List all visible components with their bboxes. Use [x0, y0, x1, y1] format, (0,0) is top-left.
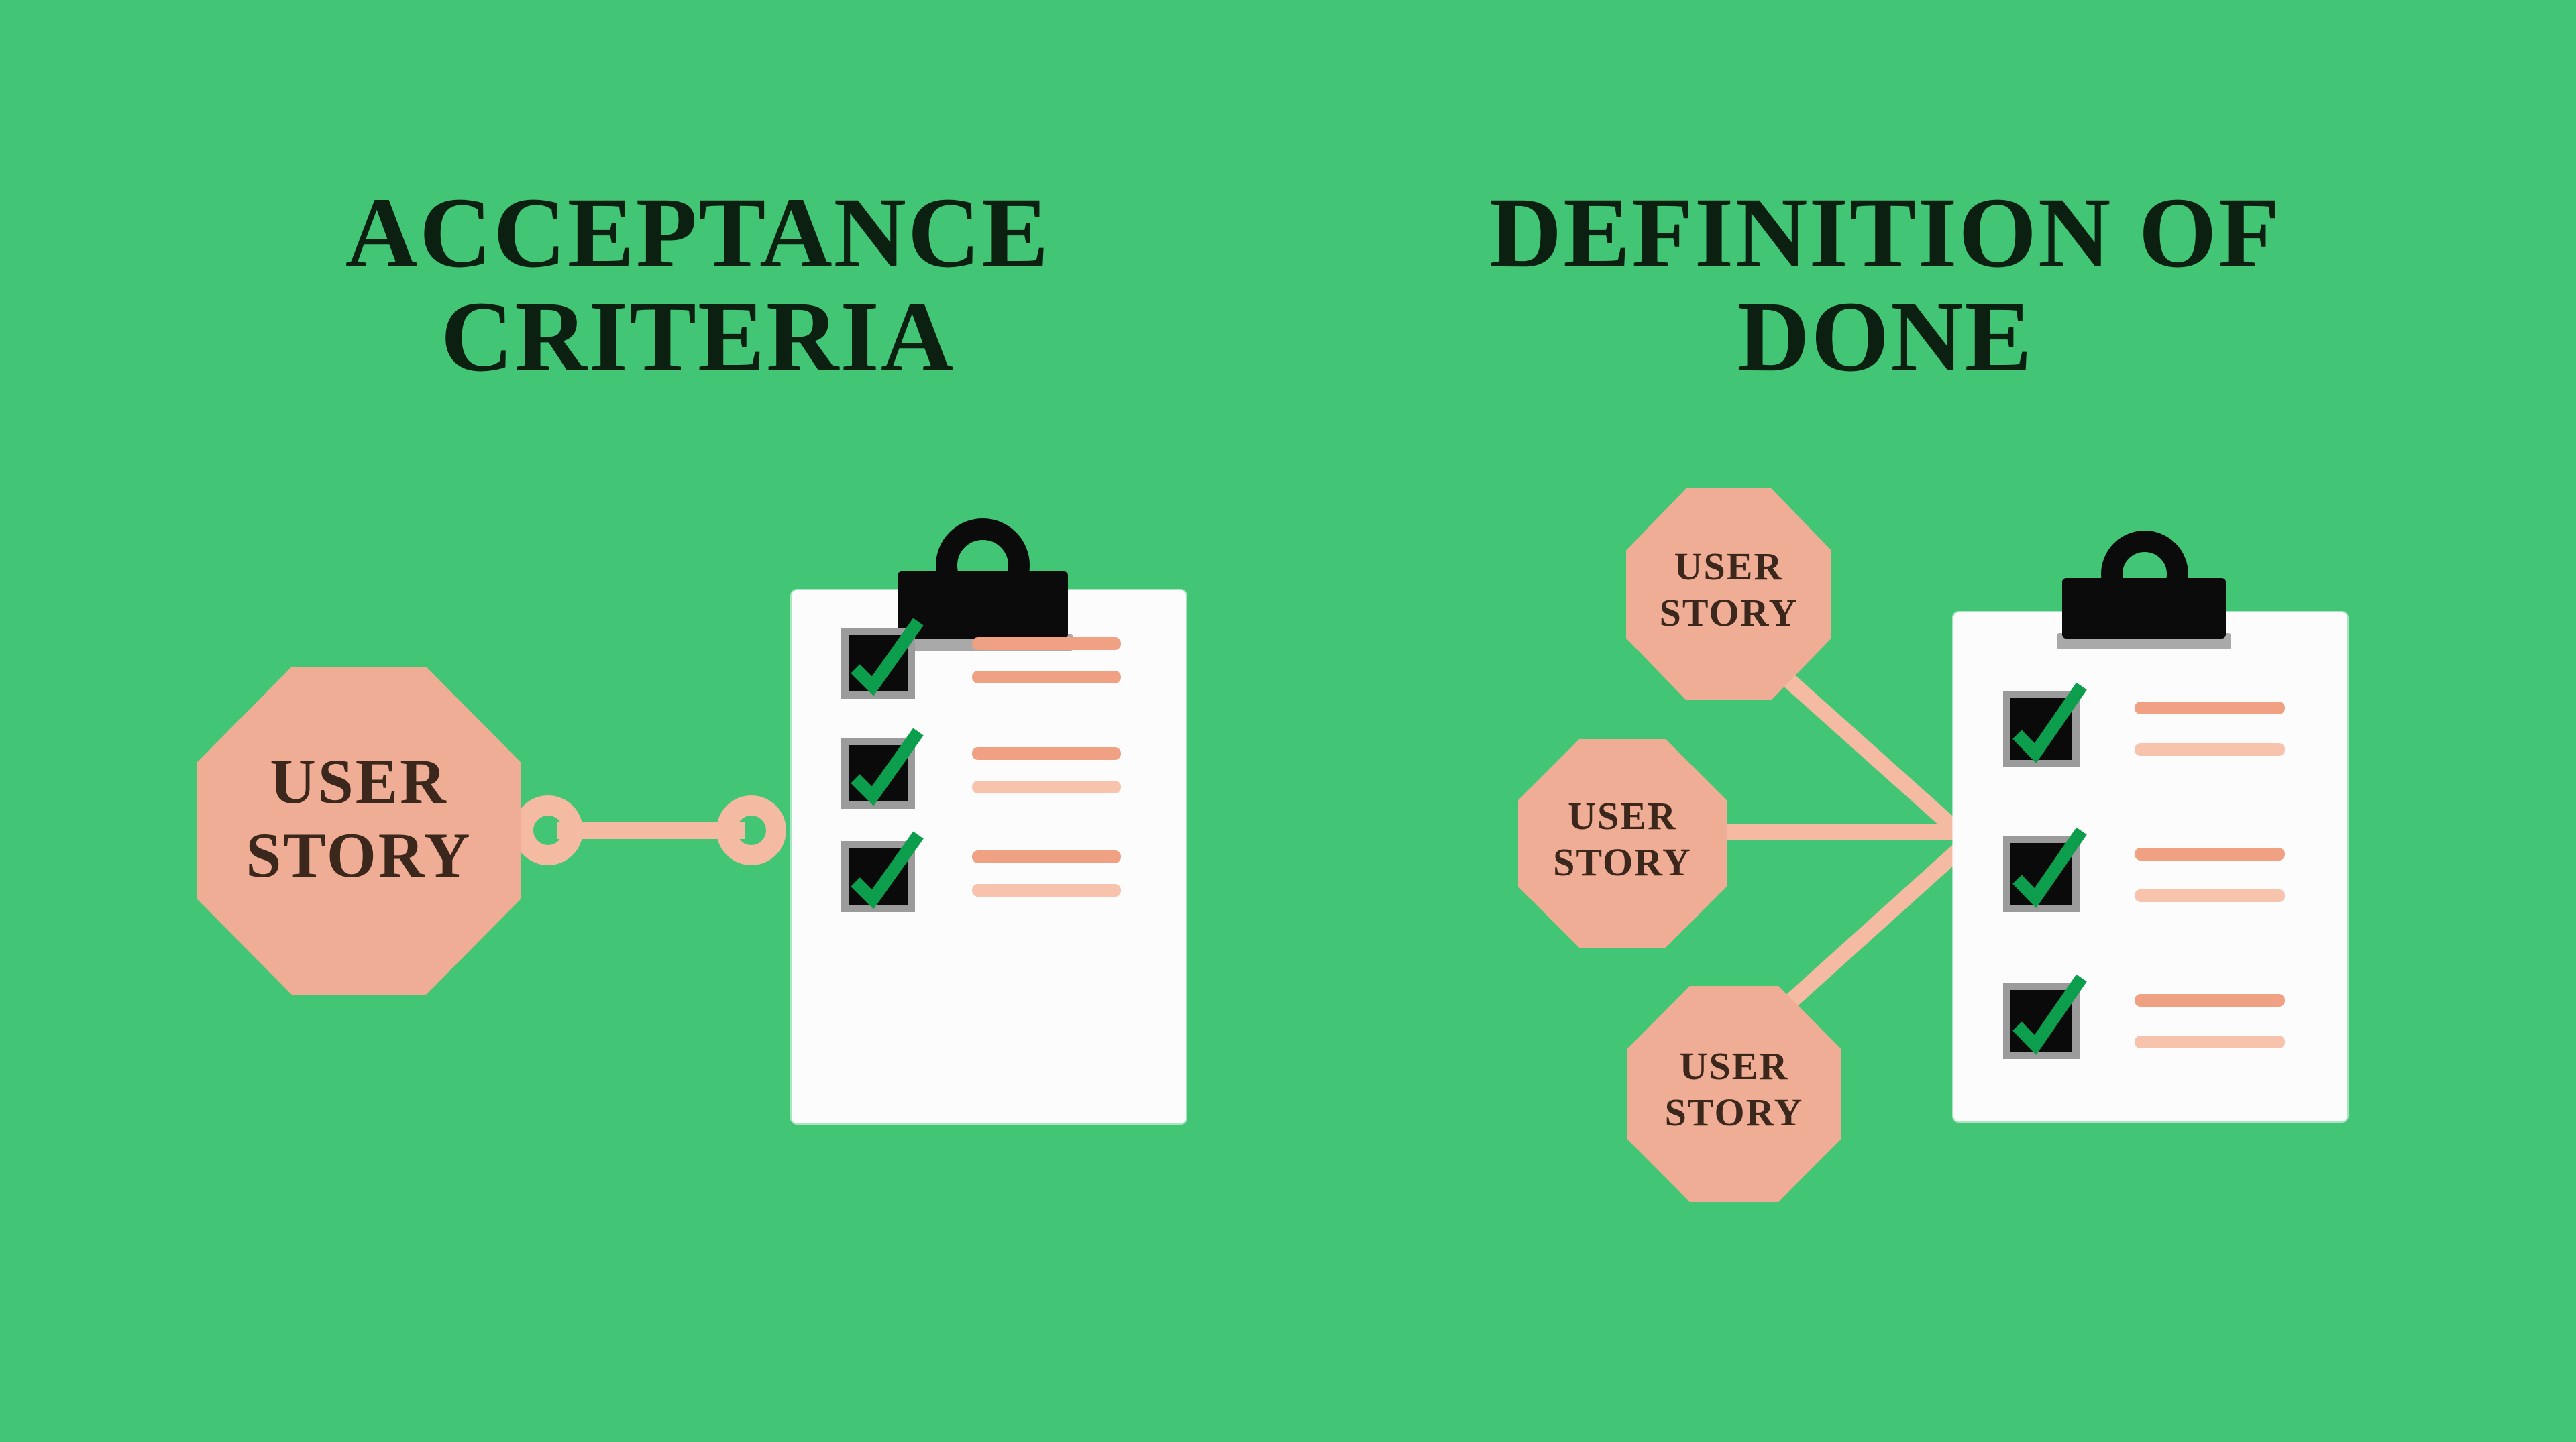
user-story-octagon-right-top: USER STORY: [1626, 488, 1831, 700]
list-line: [2135, 994, 2285, 1007]
checkbox-checked-icon: [2003, 827, 2087, 912]
list-line: [972, 781, 1121, 793]
connector-ring-icon: [513, 795, 583, 865]
list-line: [2135, 848, 2285, 861]
user-story-label-line2: STORY: [246, 819, 472, 891]
connector-line: [1768, 838, 1972, 1022]
list-line: [972, 850, 1121, 863]
connector-line: [1769, 661, 1971, 844]
user-story-label-line2: STORY: [1659, 591, 1799, 634]
connector-line: [1704, 824, 1959, 840]
user-story-label-line2: STORY: [1664, 1091, 1804, 1134]
list-line: [972, 637, 1121, 650]
list-line: [972, 747, 1121, 760]
checkmark-icon: [851, 728, 924, 806]
connector-line: [557, 822, 745, 839]
list-line: [2135, 702, 2285, 714]
checkmark-icon: [851, 831, 924, 909]
left-section-title: ACCEPTANCE CRITERIA: [295, 181, 1100, 389]
user-story-label-line1: USER: [1679, 1044, 1789, 1088]
checkmark-icon: [2012, 974, 2087, 1055]
checkbox-checked-icon: [2003, 974, 2087, 1059]
clipboard-clip-icon: [898, 571, 1068, 639]
clipboard-clip-icon: [2062, 578, 2226, 639]
checkbox-checked-icon: [841, 831, 924, 912]
left-title-line1: ACCEPTANCE: [345, 177, 1051, 288]
checkmark-icon: [2012, 827, 2087, 908]
list-line: [2135, 743, 2285, 756]
list-line: [972, 671, 1121, 683]
list-line: [2135, 1036, 2285, 1048]
checkmark-icon: [851, 618, 924, 696]
checkmark-icon: [2012, 682, 2087, 763]
checkbox-checked-icon: [841, 618, 924, 699]
user-story-label-line2: STORY: [1553, 840, 1692, 884]
user-story-label-line1: USER: [1674, 545, 1784, 588]
checkbox-checked-icon: [841, 728, 924, 809]
right-section-title: DEFINITION OF DONE: [1415, 181, 2355, 389]
user-story-octagon-right-middle: USER STORY: [1518, 739, 1727, 948]
list-line: [972, 884, 1121, 897]
user-story-octagon-right-bottom: USER STORY: [1627, 986, 1841, 1202]
user-story-label-line1: USER: [270, 745, 448, 817]
checkbox-checked-icon: [2003, 682, 2087, 767]
user-story-label-line1: USER: [1568, 793, 1677, 838]
user-story-octagon-left: USER STORY: [197, 667, 521, 995]
right-title-line1: DEFINITION OF: [1489, 177, 2282, 288]
left-title-line2: CRITERIA: [440, 281, 955, 392]
list-line: [2135, 889, 2285, 902]
connector-ring-icon: [716, 795, 786, 865]
right-title-line2: DONE: [1737, 281, 2033, 392]
